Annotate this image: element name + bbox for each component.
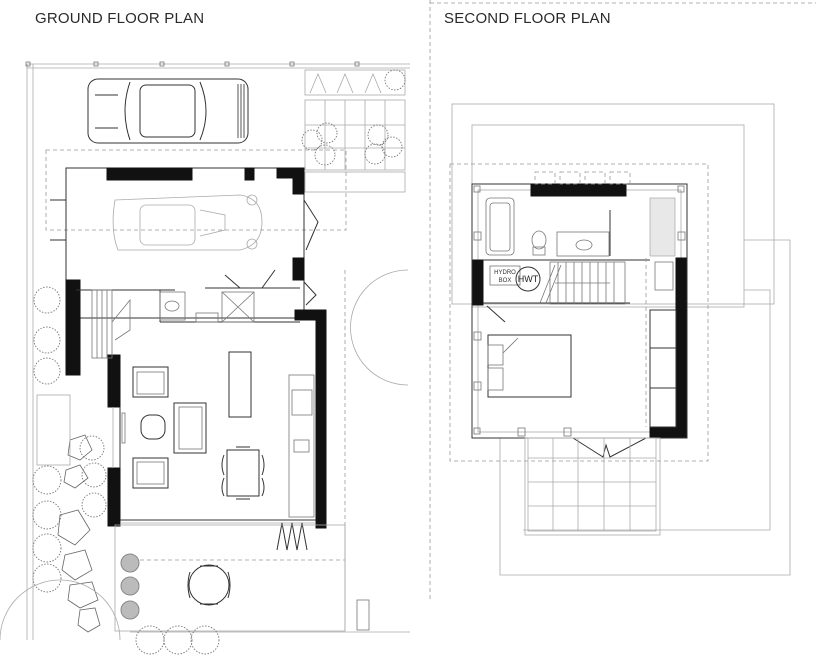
stairs-ground — [91, 289, 131, 359]
sink-icon — [195, 312, 219, 323]
hydro-box — [489, 265, 521, 286]
hydro-box-label-line1: HYDRO — [494, 270, 516, 276]
bed-icon — [487, 334, 572, 398]
second-floor-title: SECOND FLOOR PLAN — [444, 10, 611, 27]
car-driveway-icon — [87, 78, 249, 144]
bathtub-icon — [485, 197, 515, 256]
hot-water-tank — [515, 266, 541, 292]
folding-doors — [276, 522, 308, 551]
main-house — [65, 269, 327, 529]
potted-plants — [120, 553, 140, 620]
hot-water-tank-label: HWT — [518, 274, 539, 284]
garage — [50, 167, 319, 319]
living-furniture — [132, 351, 252, 489]
ground-floor-plan — [0, 61, 410, 655]
patio-table-icon — [187, 564, 231, 606]
car-garage-icon — [112, 194, 263, 251]
wardrobe — [649, 261, 677, 428]
balcony-doors — [572, 437, 647, 458]
toilet-upper-icon — [531, 230, 547, 256]
dining-table-icon — [221, 446, 265, 500]
second-floor-plan: HYDRO BOX HWT — [449, 103, 791, 576]
stepping-stones — [57, 434, 101, 633]
stairs-upper — [539, 261, 626, 305]
paving-grid — [304, 69, 406, 193]
hydro-box-label-line2: BOX — [499, 278, 512, 284]
kitchen-counter — [288, 374, 315, 518]
toilet-icon — [159, 291, 186, 321]
garden-shrubs — [32, 286, 220, 655]
corner-posts — [473, 185, 686, 437]
vanity-sink-icon — [556, 231, 610, 257]
shower-icon — [221, 291, 255, 323]
balcony-deck — [524, 437, 661, 536]
shrubs-top — [301, 69, 406, 166]
ground-floor-title: GROUND FLOOR PLAN — [35, 10, 205, 27]
